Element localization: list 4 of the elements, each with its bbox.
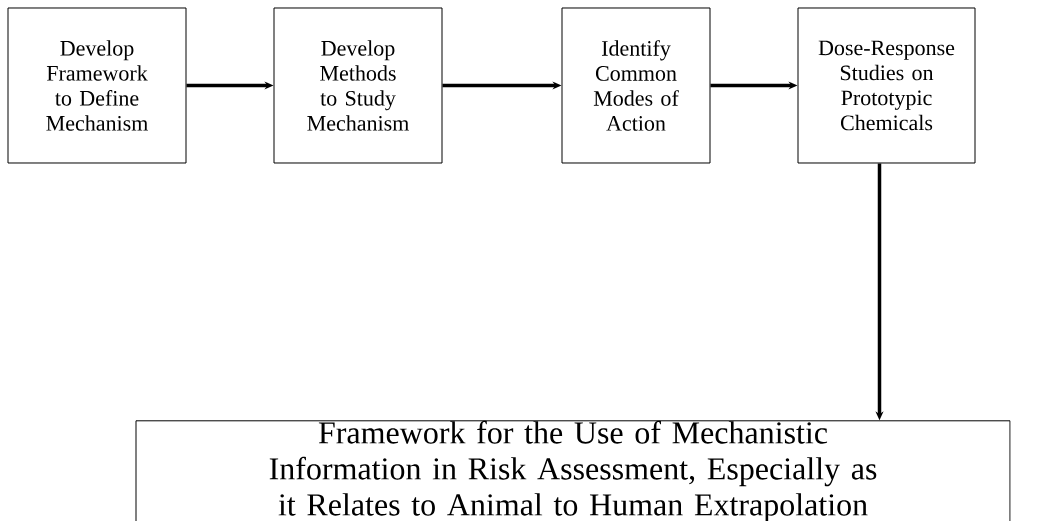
process-box: Develop Methods to Study Mechanism [273, 7, 443, 164]
process-box: Develop Framework to Define Mechanism [7, 7, 187, 164]
process-box: Dose-Response Studies on Prototypic Chemicals [797, 7, 976, 164]
process-box: Identify Common Modes of Action [561, 7, 711, 164]
